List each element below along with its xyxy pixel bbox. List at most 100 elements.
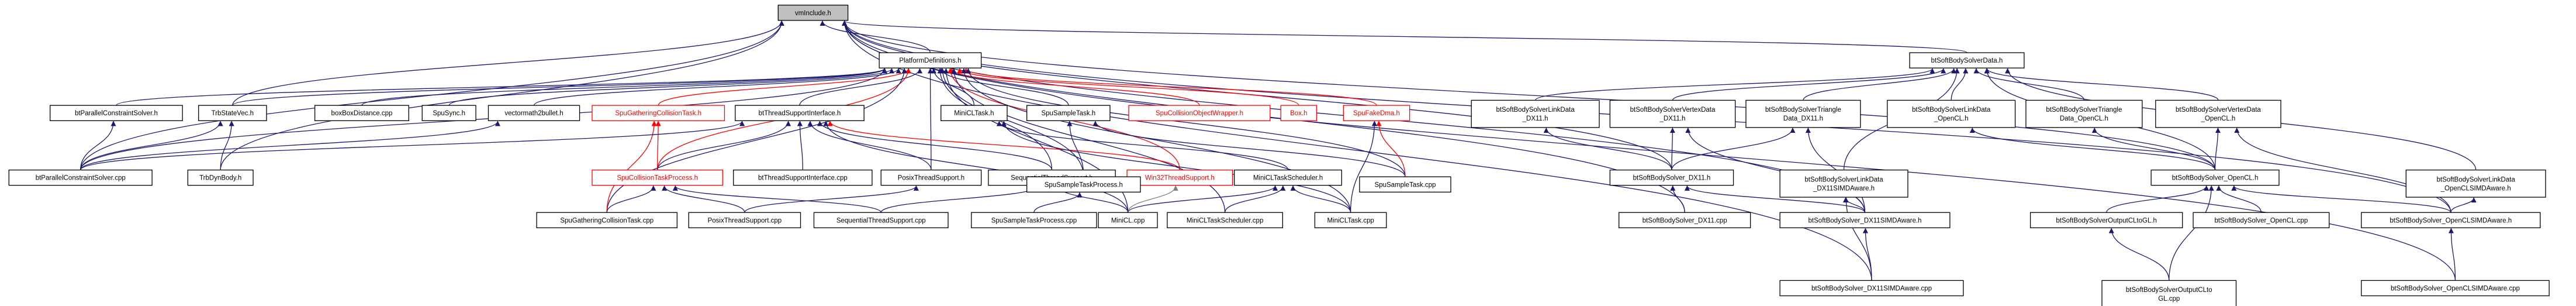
node-ld11[interactable]: btSoftBodySolverLinkData_DX11.h: [1471, 99, 1600, 128]
node-ocls-cpp[interactable]: btSoftBodySolver_OpenCLSIMDAware.cpp: [2361, 280, 2550, 297]
node-box: [1128, 105, 1271, 121]
node-oclgl-h[interactable]: btSoftBodySolverOutputCLtoGL.h: [2029, 212, 2183, 228]
node-tdb[interactable]: TrbDynBody.h: [187, 169, 254, 186]
node-ocl-h[interactable]: btSoftBodySolver_OpenCL.h: [2150, 169, 2280, 186]
node-sctp-h[interactable]: SpuCollisionTaskProcess.h: [592, 169, 724, 186]
node-btsi-h[interactable]: btThreadSupportInterface.h: [735, 105, 865, 121]
edge-ocl-h-to-tdocl: [2091, 128, 2216, 170]
node-pd[interactable]: PlatformDefinitions.h: [879, 52, 982, 68]
node-sstp-cpp[interactable]: SpuSampleTaskProcess.cpp: [971, 212, 1097, 228]
node-label: _DX11.h: [1522, 115, 1548, 122]
node-box: [941, 105, 1008, 121]
node-label: btParallelConstraintSolver.h: [75, 110, 158, 117]
node-box: [880, 169, 982, 186]
node-label: Box.h: [1290, 110, 1307, 117]
node-dx11s-h[interactable]: btSoftBodySolver_DX11SIMDAware.h: [1779, 212, 1951, 228]
node-sfd[interactable]: SpuFakeDma.h: [1343, 105, 1410, 121]
edge-ocls-h-to-ocl-h: [2231, 185, 2451, 213]
node-box: [1471, 99, 1600, 128]
node-label: vectormath2bullet.h: [504, 110, 563, 117]
node-ld11s[interactable]: btSoftBodySolverLinkData_DX11SIMDAware.h: [1779, 169, 1908, 198]
node-box: [2155, 99, 2281, 128]
edge-seqts-h-to-btsi-h: [817, 121, 1053, 170]
node-sbsd[interactable]: btSoftBodySolverData.h: [1909, 52, 2025, 68]
node-box: [879, 52, 982, 68]
node-label: SpuSampleTaskProcess.cpp: [991, 217, 1077, 224]
node-label: SpuCollisionObjectWrapper.h: [1156, 110, 1243, 117]
node-vmi[interactable]: vmInclude.h: [777, 5, 849, 21]
node-ssync[interactable]: SpuSync.h: [421, 105, 476, 121]
node-bbd[interactable]: boxBoxDistance.cpp: [314, 105, 409, 121]
node-sgct-h[interactable]: SpuGatheringCollisionTask.h: [592, 105, 725, 121]
node-vmb[interactable]: vectormath2bullet.h: [487, 105, 580, 121]
node-oclgl-cpp[interactable]: btSoftBodySolverOutputCLtoGL.cpp: [2101, 280, 2237, 306]
edge-sctp-h-to-btsi-h: [657, 121, 791, 170]
node-pts-h[interactable]: PosixThreadSupport.h: [880, 169, 982, 186]
node-seqts-cpp[interactable]: SequentialThreadSupport.cpp: [813, 212, 949, 228]
edge-mct-h-to-pd: [931, 68, 975, 106]
edge-dx11s-cpp-to-dx11s-h: [1862, 228, 1872, 281]
node-btsi-cpp[interactable]: btThreadSupportInterface.cpp: [733, 169, 873, 186]
edge-sbsd-to-vmi: [842, 20, 1968, 53]
node-box: [1026, 176, 1141, 192]
node-sst-cpp[interactable]: SpuSampleTask.cpp: [1359, 176, 1451, 192]
node-box[interactable]: Box.h: [1280, 105, 1318, 121]
node-box: [536, 212, 678, 228]
node-sstp-h[interactable]: SpuSampleTaskProcess.h: [1026, 176, 1141, 192]
node-label: SpuGatheringCollisionTask.cpp: [560, 217, 653, 224]
node-mcl-cpp[interactable]: MiniCL.cpp: [1098, 212, 1158, 228]
node-ldocl[interactable]: btSoftBodySolverLinkData_OpenCL.h: [1887, 99, 2016, 128]
node-vd11[interactable]: btSoftBodySolverVertexData_DX11.h: [1609, 99, 1736, 128]
node-mcts-cpp[interactable]: MiniCLTaskScheduler.cpp: [1167, 212, 1283, 228]
edge-sst-cpp-to-pd: [965, 68, 1406, 177]
node-ocl-cpp[interactable]: btSoftBodySolver_OpenCL.cpp: [2193, 212, 2330, 228]
edge-pcs-cpp-to-vmi: [80, 20, 784, 170]
node-box: [1343, 105, 1410, 121]
node-box: [1745, 99, 1861, 128]
node-label: btSoftBodySolverLinkData: [1804, 176, 1883, 183]
node-trsm[interactable]: TrbStateVec.h: [198, 105, 267, 121]
node-w32-h[interactable]: Win32ThreadSupport.h: [1126, 169, 1233, 186]
edge-mcl-cpp-to-mcts-h: [1127, 185, 1278, 213]
edge-ld11-to-sbsd: [1534, 68, 1935, 101]
node-label: btSoftBodySolverTriangle: [2046, 106, 2122, 114]
node-ocls-h[interactable]: btSoftBodySolver_OpenCLSIMDAware.h: [2361, 212, 2541, 228]
node-scow[interactable]: SpuCollisionObjectWrapper.h: [1128, 105, 1271, 121]
edge-ldocl-to-sbsd: [1951, 68, 1969, 101]
node-mct-cpp[interactable]: MiniCLTask.cpp: [1314, 212, 1387, 228]
node-vdocl[interactable]: btSoftBodySolverVertexData_OpenCL.h: [2155, 99, 2281, 128]
edge-sst-cpp-to-sfd: [1376, 121, 1406, 177]
node-box: [198, 105, 267, 121]
node-mcts-h[interactable]: MiniCLTaskScheduler.h: [1234, 169, 1342, 186]
node-dx11-cpp[interactable]: btSoftBodySolver_DX11.cpp: [1619, 212, 1751, 228]
node-label: btSoftBodySolver_OpenCLSIMDAware.h: [2390, 217, 2512, 224]
node-box: [2405, 169, 2546, 198]
edge-w32-h-to-btsi-h: [827, 121, 1180, 170]
node-sgct-cpp[interactable]: SpuGatheringCollisionTask.cpp: [536, 212, 678, 228]
node-pcs-h[interactable]: btParallelConstraintSolver.h: [50, 105, 183, 121]
node-dx11s-cpp[interactable]: btSoftBodySolver_DX11SIMDAware.cpp: [1779, 280, 1964, 297]
node-pts-cpp[interactable]: PosixThreadSupport.cpp: [688, 212, 801, 228]
node-box: [487, 105, 580, 121]
node-box: [187, 169, 254, 186]
node-label: Win32ThreadSupport.h: [1145, 175, 1215, 182]
node-box: [688, 212, 801, 228]
node-ldocls[interactable]: btSoftBodySolverLinkData_OpenCLSIMDAware…: [2405, 169, 2546, 198]
node-box: [1098, 212, 1158, 228]
node-label: _OpenCL.h: [2201, 115, 2236, 122]
node-box: [777, 5, 849, 21]
edge-ocl-h-to-ldocl: [1969, 128, 2216, 170]
node-mct-h[interactable]: MiniCLTask.h: [941, 105, 1008, 121]
edge-pcs-cpp-to-trsm: [80, 121, 223, 170]
node-dx11-h[interactable]: btSoftBodySolver_DX11.h: [1609, 169, 1734, 186]
node-pcs-cpp[interactable]: btParallelConstraintSolver.cpp: [8, 169, 153, 186]
edge-ocl-h-to-vmi: [842, 20, 2216, 170]
node-box: [1167, 212, 1283, 228]
node-box: [2361, 280, 2550, 297]
edge-ocl-cpp-to-ocl-h: [2216, 185, 2262, 213]
node-box: [1234, 169, 1342, 186]
node-sst-h[interactable]: SpuSampleTask.h: [1026, 105, 1111, 121]
